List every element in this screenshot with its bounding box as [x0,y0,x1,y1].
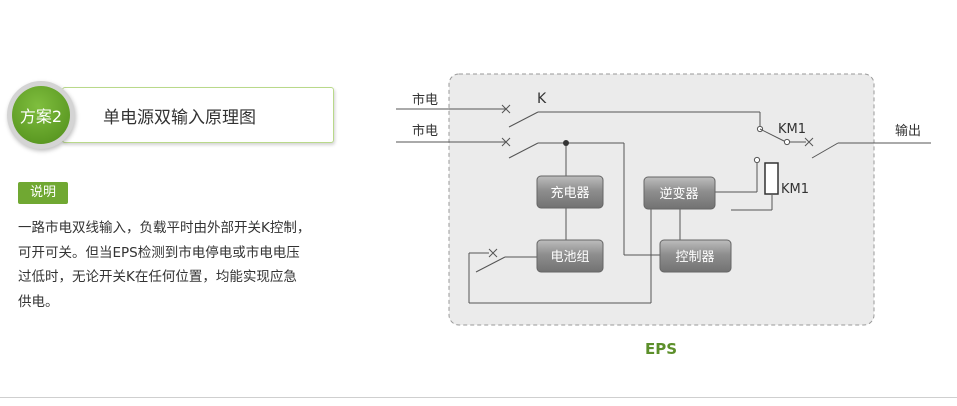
battery-switch-cross [488,248,498,258]
km1-coil [764,162,779,195]
km1-coil-label: KM1 [781,182,809,197]
eps-label: EPS [645,340,677,358]
output-label: 输出 [895,123,921,139]
switch-k-cross [501,104,511,114]
scheme-title-card: 单电源双输入原理图 [62,87,334,143]
km1-no-contact [783,138,791,146]
output-switch-cross [804,137,814,147]
scheme-badge-label: 方案2 [12,86,70,144]
input-label-2: 市电 [412,123,438,139]
switch-2-cross [501,137,511,147]
input-label-1: 市电 [412,92,438,108]
switch-2-blade [508,142,539,159]
note-tag: 说明 [18,182,69,204]
inverter-module: 逆变器 [643,176,716,210]
description-line: 一路市电双线输入，负载平时由外部开关K控制， [18,220,311,236]
scheme-title: 单电源双输入原理图 [103,108,256,128]
charger-label: 充电器 [550,185,589,201]
battery-label: 电池组 [550,250,589,265]
switch-k-label: K [537,91,547,107]
description-line: 过低时，无论开关K在任何位置，均能实现应急 [18,269,297,285]
bus-junction [563,140,569,146]
charger-module: 充电器 [536,175,604,209]
battery-switch-blade [475,256,506,273]
controller-label: 控制器 [675,250,714,265]
description-line: 供电。 [18,293,59,310]
controller-module: 控制器 [659,239,732,273]
battery-module: 电池组 [536,239,604,273]
km1-contact-blade [759,128,785,142]
switch-k-blade [508,111,539,128]
description-line: 可开可关。但当EPS检测到市电停电或市电电压 [18,244,300,261]
inverter-label: 逆变器 [659,186,698,202]
scheme-badge: 方案2 [7,81,75,149]
km1-coil-contact [753,156,761,164]
km1-contact-label: KM1 [778,122,806,137]
description: 一路市电双线输入，负载平时由外部开关K控制， 可开可关。但当EPS检测到市电停电… [18,216,363,314]
output-switch-blade [811,142,839,159]
footer-divider [0,397,957,398]
